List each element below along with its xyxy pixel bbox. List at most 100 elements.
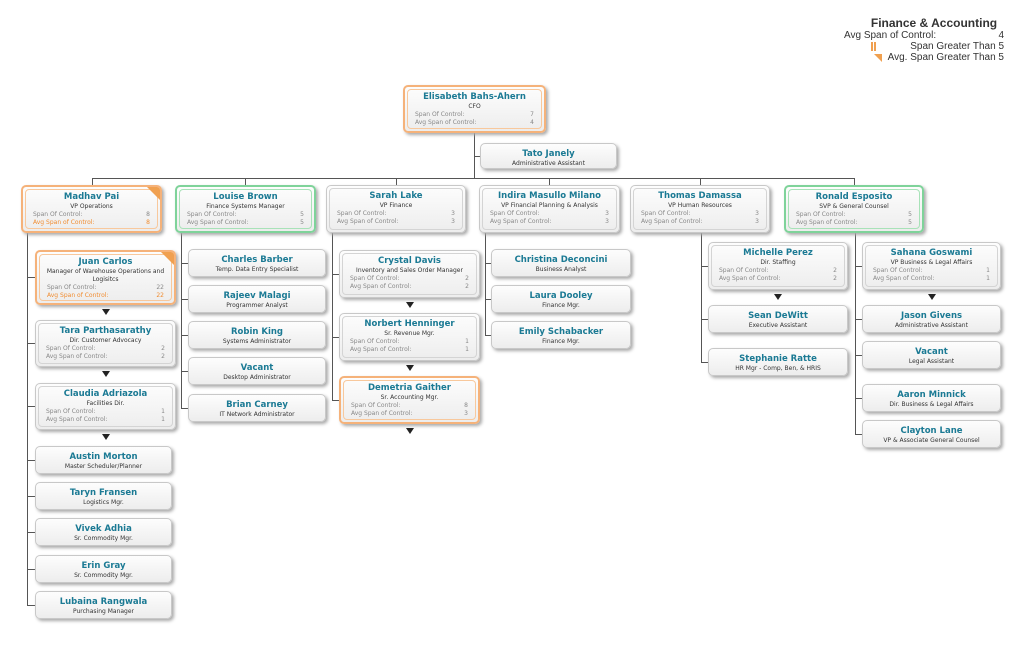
span-row: Span Of Control:1	[863, 267, 1000, 275]
avg-label: Avg Span of Control:	[415, 119, 477, 126]
avg-label: Avg Span of Control:	[187, 219, 249, 226]
expand-arrow-icon[interactable]	[101, 309, 110, 315]
span-row: Span Of Control:22	[37, 284, 174, 292]
span-value: 8	[146, 211, 150, 218]
card-inner-border	[342, 316, 477, 358]
corner-triangle-icon	[161, 252, 174, 265]
span-label: Span Of Control:	[350, 338, 400, 345]
expand-arrow-icon[interactable]	[101, 371, 110, 377]
connector-line	[701, 233, 702, 362]
span-value: 2	[833, 267, 837, 274]
avg-row: Avg Span of Control:8	[23, 219, 160, 227]
span-label: Span Of Control:	[415, 111, 465, 118]
node-name: Ronald Esposito	[815, 192, 893, 202]
connector-line	[854, 178, 855, 185]
expand-arrow-icon[interactable]	[405, 365, 414, 371]
node-name: Juan Carlos	[78, 257, 133, 267]
connector-line	[27, 460, 35, 461]
legend-avg-label: Avg Span of Control:	[844, 30, 937, 41]
avg-value: 1	[986, 275, 990, 282]
node-name: Clayton Lane	[900, 426, 963, 436]
node-name: Laura Dooley	[529, 291, 593, 301]
span-label: Span Of Control:	[490, 210, 540, 217]
node-title: Dir. Staffing	[760, 259, 796, 266]
avg-value: 3	[605, 218, 609, 225]
node-name: Tato Janely	[522, 149, 575, 159]
card-inner-border	[343, 380, 476, 420]
connector-line	[855, 434, 862, 435]
avg-row: Avg Span of Control:3	[327, 218, 465, 226]
expand-arrow-icon[interactable]	[927, 294, 936, 300]
span-value: 3	[755, 210, 759, 217]
avg-row: Avg Span of Control:5	[177, 219, 314, 227]
span-value: 5	[908, 211, 912, 218]
node-title: VP Human Resources	[668, 202, 732, 209]
connector-line	[485, 299, 491, 300]
legend: Finance & Accounting Avg Span of Control…	[844, 16, 1004, 63]
connector-line	[485, 263, 491, 264]
connector-line	[549, 178, 550, 185]
node-name: Tara Parthasarathy	[59, 326, 152, 336]
avg-label: Avg Span of Control:	[46, 353, 108, 360]
connector-line	[485, 233, 486, 335]
node-name: Austin Morton	[69, 452, 138, 462]
node-title: Finance Systems Manager	[206, 203, 285, 210]
card-inner-border	[25, 189, 158, 229]
span-label: Span Of Control:	[873, 267, 923, 274]
node-title: Dir. Customer Advocacy	[69, 337, 142, 344]
node-title: CFO	[468, 103, 481, 110]
span-row: Span Of Control:2	[709, 267, 847, 275]
expand-arrow-icon[interactable]	[405, 428, 414, 434]
expand-arrow-icon[interactable]	[774, 294, 782, 300]
span-label: Span Of Control:	[46, 345, 96, 352]
expand-arrow-icon[interactable]	[405, 302, 414, 308]
avg-label: Avg Span of Control:	[719, 275, 781, 282]
span-label: Span Of Control:	[33, 211, 83, 218]
node-name: Claudia Adriazola	[63, 389, 148, 399]
node-name: Elisabeth Bahs-Ahern	[423, 92, 526, 102]
node-name: Jason Givens	[900, 311, 963, 321]
avg-row: Avg Span of Control:3	[480, 218, 619, 226]
avg-row: Avg Span of Control:2	[340, 283, 479, 291]
avg-row: Avg Span of Control:3	[631, 218, 769, 226]
node-name: Louise Brown	[213, 192, 278, 202]
expand-arrow-icon[interactable]	[101, 434, 110, 440]
card-inner-border	[39, 254, 172, 301]
span-row: Span Of Control:7	[405, 111, 544, 119]
